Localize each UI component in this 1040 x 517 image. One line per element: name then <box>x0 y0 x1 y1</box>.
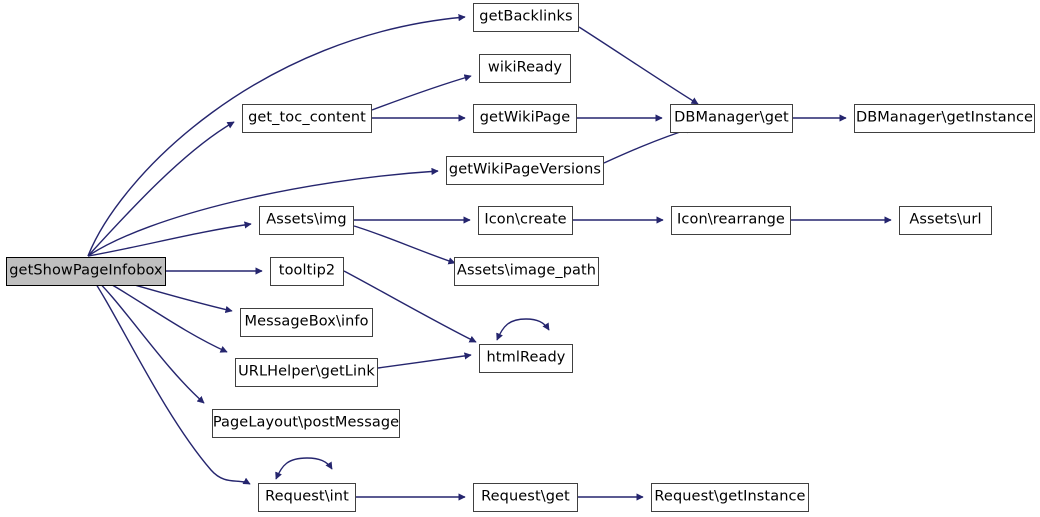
graph-node-htmlReady[interactable]: htmlReady <box>479 344 573 373</box>
graph-node-getWikiPage[interactable]: getWikiPage <box>473 104 577 133</box>
graph-edge-getShowPageInfobox-to-AssetsImg <box>87 221 252 257</box>
graph-node-IconRearrange[interactable]: Icon\rearrange <box>671 206 791 235</box>
graph-node-URLHelperGetLink[interactable]: URLHelper\getLink <box>235 358 378 387</box>
graph-node-label: Request\int <box>265 488 349 505</box>
graph-node-label: Assets\img <box>266 211 347 228</box>
graph-node-AssetsImg[interactable]: Assets\img <box>259 206 354 235</box>
graph-node-label: getWikiPage <box>479 109 571 126</box>
graph-node-label: URLHelper\getLink <box>238 363 375 380</box>
graph-edge-getWikiPageVersions-to-DBManagerGet <box>603 126 693 164</box>
graph-node-label: tooltip2 <box>278 262 336 279</box>
graph-node-getWikiPageVersions[interactable]: getWikiPageVersions <box>446 156 604 185</box>
graph-node-label: getShowPageInfobox <box>9 262 163 279</box>
graph-edge-getShowPageInfobox-to-get_toc_content <box>87 121 235 257</box>
graph-node-AssetsUrl[interactable]: Assets\url <box>899 206 992 235</box>
graph-node-label: Assets\image_path <box>456 262 597 279</box>
graph-node-DBManagerGet[interactable]: DBManager\get <box>670 104 793 133</box>
graph-node-AssetsImagePath[interactable]: Assets\image_path <box>454 257 599 286</box>
graph-node-getShowPageInfobox[interactable]: getShowPageInfobox <box>6 257 166 286</box>
graph-node-tooltip2[interactable]: tooltip2 <box>270 257 344 286</box>
graph-node-label: Icon\create <box>484 211 567 228</box>
graph-node-label: Request\get <box>481 488 570 505</box>
graph-node-DBManagerGetInstance[interactable]: DBManager\getInstance <box>854 104 1035 133</box>
graph-edge-get_toc_content-to-wikiReady <box>371 74 472 111</box>
graph-node-MessageBoxInfo[interactable]: MessageBox\info <box>240 308 373 337</box>
graph-edge-htmlReady-to-htmlReady <box>496 318 550 341</box>
graph-node-label: MessageBox\info <box>244 313 369 330</box>
graph-node-wikiReady[interactable]: wikiReady <box>479 54 571 83</box>
graph-edge-AssetsImg-to-AssetsImagePath <box>353 225 456 265</box>
graph-node-label: wikiReady <box>487 59 563 76</box>
graph-node-label: Request\getInstance <box>654 488 806 505</box>
graph-node-label: htmlReady <box>486 349 566 366</box>
graph-node-label: getBacklinks <box>479 8 573 25</box>
graph-node-RequestGetInstance[interactable]: Request\getInstance <box>651 483 809 512</box>
graph-node-label: PageLayout\postMessage <box>212 414 400 431</box>
graph-node-IconCreate[interactable]: Icon\create <box>478 206 573 235</box>
graph-node-PageLayoutPostMessage[interactable]: PageLayout\postMessage <box>212 409 400 438</box>
graph-edge-URLHelperGetLink-to-htmlReady <box>377 352 472 369</box>
graph-node-label: getWikiPageVersions <box>448 161 602 178</box>
graph-node-RequestInt[interactable]: Request\int <box>258 483 356 512</box>
graph-node-label: DBManager\getInstance <box>855 109 1034 126</box>
graph-edge-getShowPageInfobox-to-RequestInt <box>87 271 251 485</box>
graph-node-label: get_toc_content <box>248 109 366 126</box>
graph-node-getBacklinks[interactable]: getBacklinks <box>473 3 579 32</box>
graph-node-label: Icon\rearrange <box>677 211 785 228</box>
graph-node-label: Assets\url <box>909 211 982 228</box>
graph-edge-getShowPageInfobox-to-PageLayoutPostMessage <box>87 271 205 404</box>
graph-node-get_toc_content[interactable]: get_toc_content <box>242 104 372 133</box>
graph-edge-getBacklinks-to-DBManagerGet <box>578 26 699 105</box>
graph-node-label: DBManager\get <box>674 109 789 126</box>
graph-node-RequestGet[interactable]: Request\get <box>473 483 578 512</box>
graph-edge-RequestInt-to-RequestInt <box>275 457 333 480</box>
